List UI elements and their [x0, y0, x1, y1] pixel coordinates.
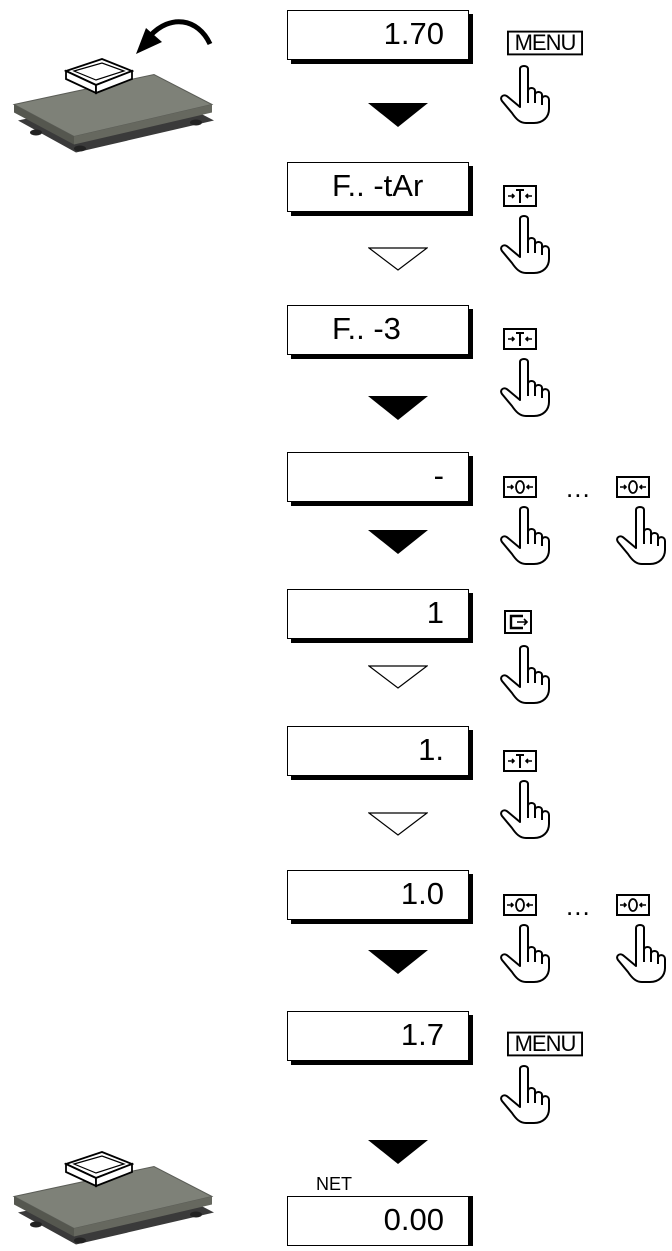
- zero-key-icon[interactable]: [616, 894, 650, 916]
- finger-press-icon: [496, 358, 556, 418]
- curved-arrow-icon: [136, 19, 213, 54]
- down-arrow-icon: [368, 665, 428, 689]
- step-display: 1.: [287, 726, 469, 776]
- net-indicator: NET: [316, 1174, 352, 1194]
- zero-key-icon[interactable]: [503, 894, 537, 916]
- finger-press-icon: [496, 780, 556, 840]
- down-arrow-icon: [368, 247, 428, 271]
- step-display: F.. -3: [287, 305, 469, 355]
- menu-key-label: MENU: [514, 1031, 577, 1056]
- down-arrow-icon: [368, 530, 428, 554]
- step-display: -: [287, 452, 469, 502]
- menu-key-icon[interactable]: MENU: [507, 30, 583, 56]
- final-display: 0.00: [287, 1196, 469, 1246]
- step-display: 1.70: [287, 10, 469, 60]
- step-display: 1: [287, 589, 469, 639]
- menu-key-label: MENU: [514, 30, 577, 55]
- ellipsis: ...: [566, 473, 591, 503]
- menu-key-icon[interactable]: MENU: [507, 1031, 583, 1057]
- finger-press-icon: [496, 506, 556, 566]
- down-arrow-icon: [368, 1140, 428, 1164]
- down-arrow-icon: [368, 950, 428, 974]
- tare-key-icon[interactable]: [503, 328, 537, 350]
- print-key-icon[interactable]: [504, 610, 532, 634]
- ellipsis: ...: [566, 891, 591, 921]
- step-display: F.. -tAr: [287, 162, 469, 212]
- zero-key-icon[interactable]: [616, 476, 650, 498]
- tare-key-icon[interactable]: [503, 185, 537, 207]
- finger-press-icon: [496, 1065, 556, 1125]
- finger-press-icon: [496, 215, 556, 275]
- box-icon: [64, 1148, 134, 1188]
- zero-key-icon[interactable]: [503, 476, 537, 498]
- finger-press-icon: [496, 645, 556, 705]
- down-arrow-icon: [368, 812, 428, 836]
- down-arrow-icon: [368, 103, 428, 127]
- step-display: 1.0: [287, 870, 469, 920]
- finger-press-icon: [612, 924, 672, 984]
- tare-key-icon[interactable]: [503, 750, 537, 772]
- finger-press-icon: [496, 924, 556, 984]
- step-display: 1.7: [287, 1011, 469, 1061]
- finger-press-icon: [612, 506, 672, 566]
- down-arrow-icon: [368, 396, 428, 420]
- finger-press-icon: [496, 65, 556, 125]
